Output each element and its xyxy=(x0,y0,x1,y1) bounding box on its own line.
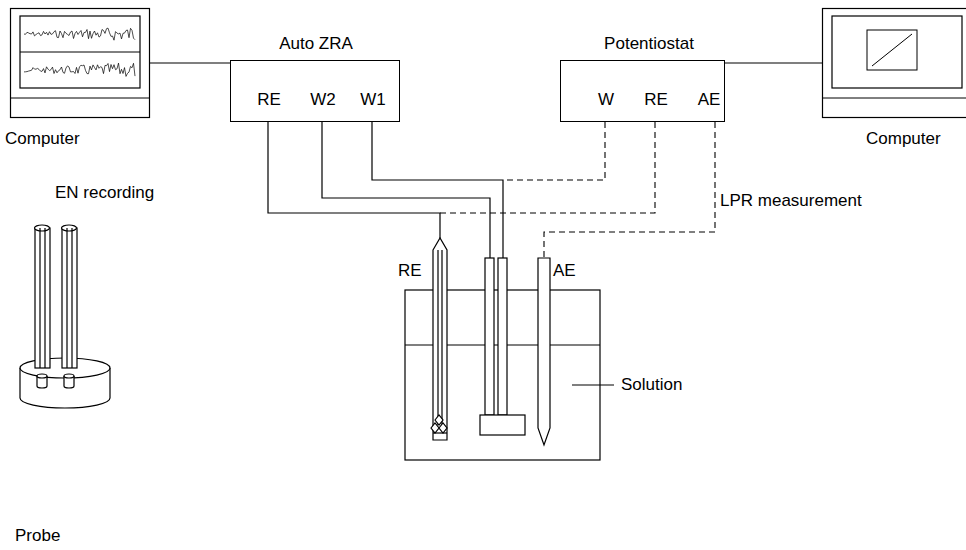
cable-connector xyxy=(725,62,822,63)
monitor-screen xyxy=(832,16,962,88)
solution-label: Solution xyxy=(621,376,682,393)
screen-line xyxy=(872,34,912,66)
w2-wire xyxy=(322,122,490,258)
mode-label: LPR measurement xyxy=(720,192,862,209)
reference-electrode xyxy=(433,238,447,440)
probe-lead-end xyxy=(35,225,50,231)
probe-wire xyxy=(39,228,40,368)
noise-trace xyxy=(24,28,135,40)
probe-lead-end xyxy=(62,225,77,231)
cable-connector xyxy=(150,62,230,63)
probe-head xyxy=(480,415,525,435)
probe-lead xyxy=(35,228,50,368)
probe-electrode xyxy=(37,374,47,378)
working-electrode-tube xyxy=(485,258,494,415)
noise-trace xyxy=(24,63,135,76)
terminal-name: RE xyxy=(257,91,281,108)
reference-inner-tube xyxy=(441,250,442,425)
monitor-drawing xyxy=(10,8,150,118)
monitor-drawing xyxy=(822,8,966,118)
screen-window xyxy=(867,30,917,70)
probe-wire xyxy=(44,228,45,368)
terminal-name: W1 xyxy=(360,91,386,108)
computer-label: Computer xyxy=(5,130,80,147)
monitor-frame xyxy=(11,9,150,118)
w1-wire xyxy=(372,122,503,258)
solution-leader xyxy=(572,384,614,385)
monitor-frame xyxy=(823,9,966,118)
potentiostat-box: PotentiostatWREAE xyxy=(560,60,725,122)
terminal-name: RE xyxy=(644,91,668,108)
computer-monitor: Computer xyxy=(10,8,150,118)
instrument-title: Auto ZRA xyxy=(279,35,353,52)
probe-wire xyxy=(66,228,67,368)
monitor-base xyxy=(822,98,966,99)
ae-dashed-wire xyxy=(544,122,715,258)
probe-electrode xyxy=(64,374,74,378)
instrument-title: Potentiostat xyxy=(604,35,694,52)
auxiliary-electrode xyxy=(538,258,550,445)
probe-wire xyxy=(71,228,72,368)
electrode-label: AE xyxy=(553,262,576,279)
reference-inner-tube xyxy=(437,250,438,425)
reference-tip xyxy=(433,432,447,433)
monitor-base xyxy=(10,98,150,99)
screen-divider xyxy=(20,52,140,53)
probe-lead xyxy=(62,228,77,368)
terminal-name: AE xyxy=(698,91,721,108)
terminal-name: W2 xyxy=(310,91,336,108)
reference-frit xyxy=(431,415,447,433)
computer-monitor: Computer xyxy=(822,8,966,118)
zra-box: Auto ZRAREW2W1 xyxy=(230,60,400,122)
terminal-name: W xyxy=(598,91,614,108)
probe-label: Probe xyxy=(15,527,60,544)
working-electrode-tube xyxy=(498,258,507,415)
monitor-screen xyxy=(20,16,140,88)
w-dashed-wire xyxy=(503,122,605,180)
re-dashed-wire xyxy=(440,122,655,213)
computer-label: Computer xyxy=(866,130,941,147)
mode-label: EN recording xyxy=(55,184,154,201)
electrode-label: RE xyxy=(398,262,422,279)
